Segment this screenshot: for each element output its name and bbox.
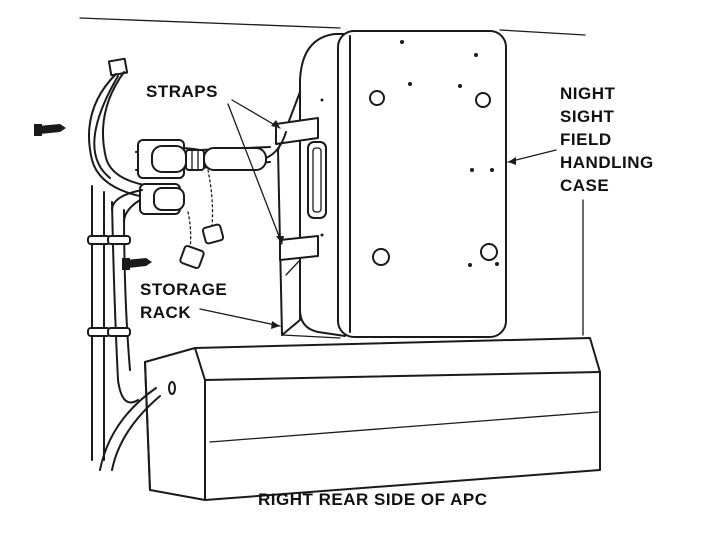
straps <box>275 117 319 261</box>
wall-edge <box>79 17 341 29</box>
night-sight-case <box>299 30 507 338</box>
label-line: STORAGE <box>140 280 228 299</box>
label-line: CASE <box>560 176 610 195</box>
label-line: HANDLING <box>560 153 654 172</box>
label-storage-rack: STORAGE RACK <box>140 278 227 324</box>
label-line: SIGHT <box>560 107 615 126</box>
cable-assembly <box>87 57 287 471</box>
pointing-hand-icon <box>34 124 66 136</box>
pointing-hand-icon-lower <box>122 258 152 270</box>
label-line: NIGHT <box>560 84 616 103</box>
label-night-sight-case: NIGHT SIGHT FIELD HANDLING CASE <box>560 82 654 197</box>
caption: RIGHT REAR SIDE OF APC <box>258 490 488 509</box>
leader-lines <box>199 99 557 327</box>
label-straps: STRAPS <box>146 82 218 101</box>
label-line: FIELD <box>560 130 612 149</box>
label-line: RACK <box>140 303 192 322</box>
wall-edge-right <box>499 29 586 36</box>
apc-hull <box>144 337 601 501</box>
storage-rack <box>277 91 341 339</box>
